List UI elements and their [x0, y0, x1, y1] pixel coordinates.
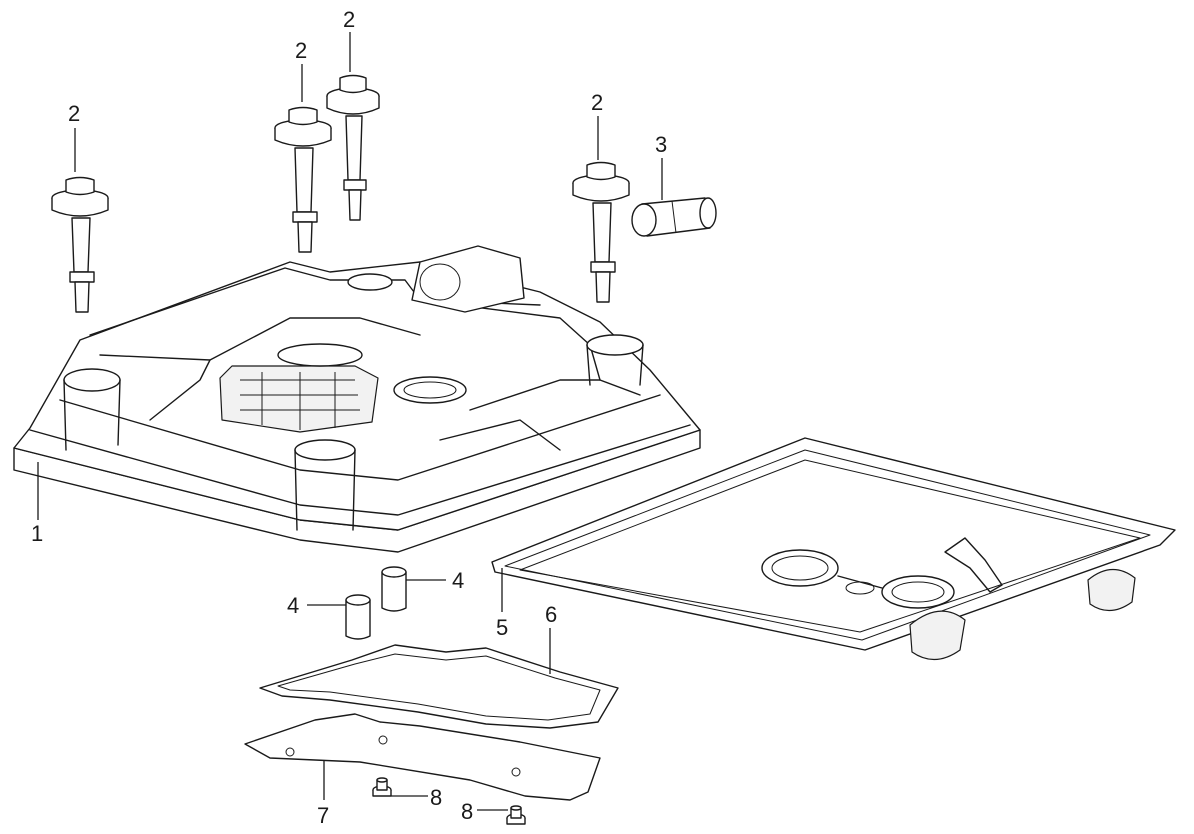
screw-2[interactable] — [506, 805, 526, 825]
oil-separator-gasket[interactable] — [259, 644, 619, 729]
cover-bolt-3[interactable] — [326, 74, 380, 221]
dowel-sleeve-2[interactable] — [381, 566, 407, 612]
callout-8-lower: 8 — [461, 799, 473, 824]
valve-cover[interactable] — [13, 245, 701, 553]
leader-lines — [37, 32, 663, 811]
cover-gasket[interactable] — [491, 437, 1176, 661]
callout-2-right-bolt: 2 — [591, 90, 603, 115]
callout-2-left-bolt: 2 — [68, 101, 80, 126]
callout-2-mid-bolt: 2 — [295, 38, 307, 63]
sleeve[interactable] — [631, 197, 717, 237]
callout-7: 7 — [317, 803, 329, 828]
cover-bolt-4[interactable] — [572, 161, 630, 303]
baffle-plate[interactable] — [244, 713, 601, 801]
callout-8-upper: 8 — [430, 785, 442, 810]
cover-bolt-2[interactable] — [274, 106, 332, 253]
cover-bolt-1[interactable] — [51, 176, 109, 313]
dowel-sleeve-1[interactable] — [345, 594, 371, 640]
callout-4-right: 4 — [452, 568, 464, 593]
callout-4-left: 4 — [287, 593, 299, 618]
callout-6: 6 — [545, 602, 557, 627]
callout-2-top-bolt: 2 — [343, 7, 355, 32]
callout-5: 5 — [496, 615, 508, 640]
callout-3: 3 — [655, 132, 667, 157]
screw-1[interactable] — [372, 777, 392, 797]
callout-1: 1 — [31, 521, 43, 546]
